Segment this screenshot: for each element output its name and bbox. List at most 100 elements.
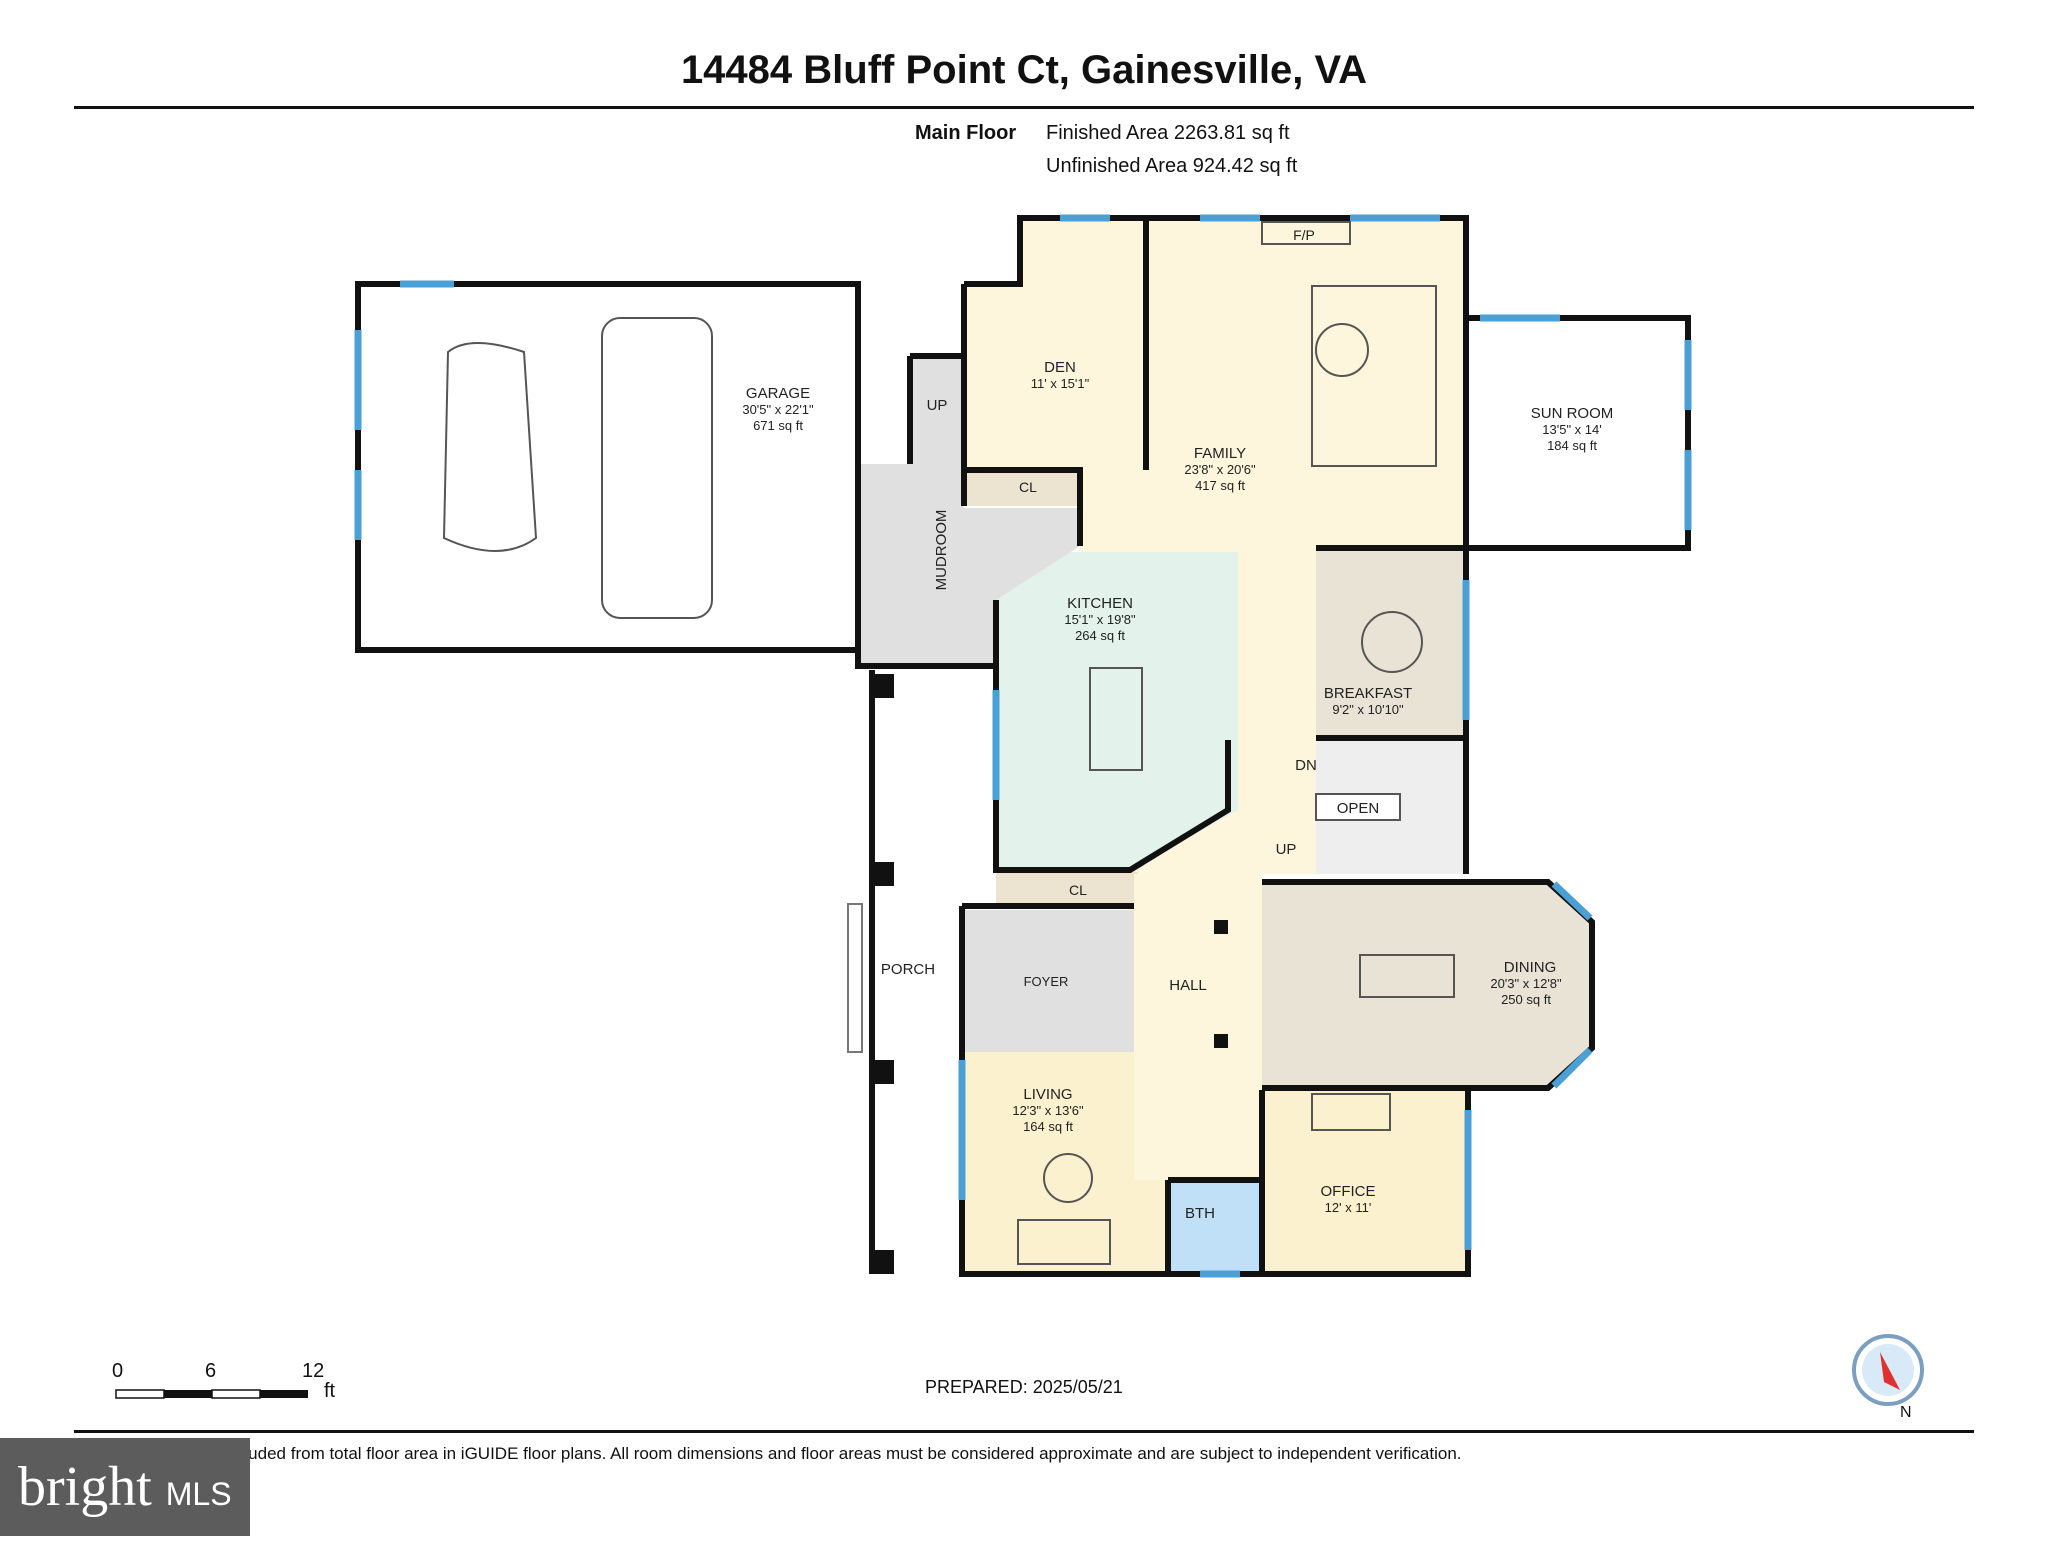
brand-logo: bright MLS <box>0 1438 250 1536</box>
room-fills <box>858 218 1592 1274</box>
kitchen-fill <box>996 552 1238 870</box>
den-dims: 11' x 15'1" <box>1031 376 1090 391</box>
porch-columns <box>872 674 1228 1274</box>
scale-label-6: 6 <box>205 1360 217 1382</box>
bath-name: BTH <box>1185 1205 1215 1222</box>
window <box>1551 881 1593 921</box>
column <box>1214 920 1228 934</box>
couch-outline <box>1017 1219 1111 1265</box>
sunroom-dims: 13'5" x 14' <box>1542 422 1601 437</box>
bath-fill <box>1168 1180 1264 1274</box>
car-outline <box>442 342 538 552</box>
compass <box>1852 1334 1924 1406</box>
open-outline <box>1315 793 1401 821</box>
unfinished-area: Unfinished Area 924.42 sq ft <box>1046 155 1298 177</box>
island-outline <box>1089 667 1143 771</box>
mudroom-stair-fill <box>910 356 964 464</box>
disclaimer: White regions are excluded from total fl… <box>80 1444 1462 1463</box>
dining-name: DINING <box>1504 959 1557 976</box>
garage-name: GARAGE <box>746 385 810 402</box>
fireplace-label: F/P <box>1293 227 1315 243</box>
kitchen-name: KITCHEN <box>1067 595 1133 612</box>
den-name: DEN <box>1044 359 1076 376</box>
sunroom-wall <box>1463 315 1691 551</box>
scale-unit: ft <box>324 1380 336 1402</box>
closet1-name: CL <box>1019 479 1037 495</box>
family-area: 417 sq ft <box>1195 478 1245 493</box>
closet2-name: CL <box>1069 882 1087 898</box>
scale-label-0: 0 <box>112 1360 124 1382</box>
family-dims: 23'8" x 20'6" <box>1184 462 1256 477</box>
finished-area: Finished Area 2263.81 sq ft <box>1046 122 1290 144</box>
living-area: 164 sq ft <box>1023 1119 1073 1134</box>
living-dims: 12'3" x 13'6" <box>1012 1103 1084 1118</box>
sunroom-name: SUN ROOM <box>1531 405 1614 422</box>
hall-fill <box>1134 874 1262 1180</box>
family-fill <box>972 218 1466 1180</box>
porch-step <box>847 903 863 1053</box>
compass-needle <box>1880 1352 1900 1390</box>
dining-table-outline <box>1359 954 1455 998</box>
column <box>872 674 894 698</box>
brand-name: bright <box>18 1456 152 1518</box>
page-title: 14484 Bluff Point Ct, Gainesville, VA <box>680 48 1368 92</box>
breakfast-wall <box>1316 545 1469 874</box>
garage-dims: 30'5" x 22'1" <box>742 402 814 417</box>
room-labels: GARAGE 30'5" x 22'1" 671 sq ft DEN 11' x… <box>742 227 1613 1222</box>
scale-segment <box>164 1390 212 1398</box>
living-name: LIVING <box>1023 1086 1072 1103</box>
living-wall <box>959 906 1262 1277</box>
dining-area: 250 sq ft <box>1501 992 1551 1007</box>
garage-wall <box>355 281 861 653</box>
window <box>1551 1047 1593 1089</box>
mudroom-outer-wall <box>855 464 996 669</box>
footer-rule <box>74 1430 1974 1433</box>
scale-segment <box>211 1389 261 1399</box>
scale-segment <box>115 1389 165 1399</box>
office-fill <box>1262 1090 1468 1274</box>
office-dims: 12' x 11' <box>1325 1200 1372 1215</box>
sunroom-area: 184 sq ft <box>1547 438 1597 453</box>
scale-segment <box>260 1390 308 1398</box>
family-name: FAMILY <box>1194 445 1246 462</box>
foyer-fill <box>962 910 1134 1052</box>
desk-outline <box>1311 1093 1391 1131</box>
dining-fill <box>1262 882 1592 1088</box>
compass-north-label: N <box>1900 1404 1912 1421</box>
header-rule <box>74 106 1974 109</box>
hall-name: HALL <box>1169 977 1207 994</box>
breakfast-fill <box>1316 548 1466 738</box>
up-label-mudroom: UP <box>927 397 948 414</box>
column <box>872 1060 894 1084</box>
floor-name: Main Floor <box>915 122 1017 144</box>
column <box>872 862 894 886</box>
truck-outline <box>601 317 713 619</box>
garage-area: 671 sq ft <box>753 418 803 433</box>
foyer-name: FOYER <box>1024 974 1069 989</box>
mudroom-fill <box>858 464 1080 666</box>
mudroom-name: MUDROOM <box>933 510 950 591</box>
scale-label-12: 12 <box>302 1360 325 1382</box>
dining-dims: 20'3" x 12'8" <box>1490 976 1562 991</box>
furniture <box>442 221 1455 1265</box>
column <box>872 1250 894 1274</box>
closet2-fill <box>996 872 1138 906</box>
windows <box>354 214 1692 1278</box>
walls <box>355 215 1691 1277</box>
prepared-date: PREPARED: 2025/05/21 <box>925 1377 1123 1397</box>
down-label: DN <box>1295 757 1317 774</box>
open-label: OPEN <box>1337 800 1380 817</box>
kitchen-area: 264 sq ft <box>1075 628 1125 643</box>
den-bottom-wall <box>964 467 1083 546</box>
office-name: OFFICE <box>1321 1183 1376 1200</box>
sofa-outline <box>1311 285 1437 467</box>
brand-suffix: MLS <box>165 1476 232 1512</box>
living-fill <box>962 1052 1168 1274</box>
porch-name: PORCH <box>881 961 935 978</box>
scale-bar <box>115 1389 308 1399</box>
den-fill <box>964 218 1146 470</box>
dining-wall <box>1262 879 1595 1091</box>
up-label-stair: UP <box>1276 841 1297 858</box>
column <box>1214 1034 1228 1048</box>
